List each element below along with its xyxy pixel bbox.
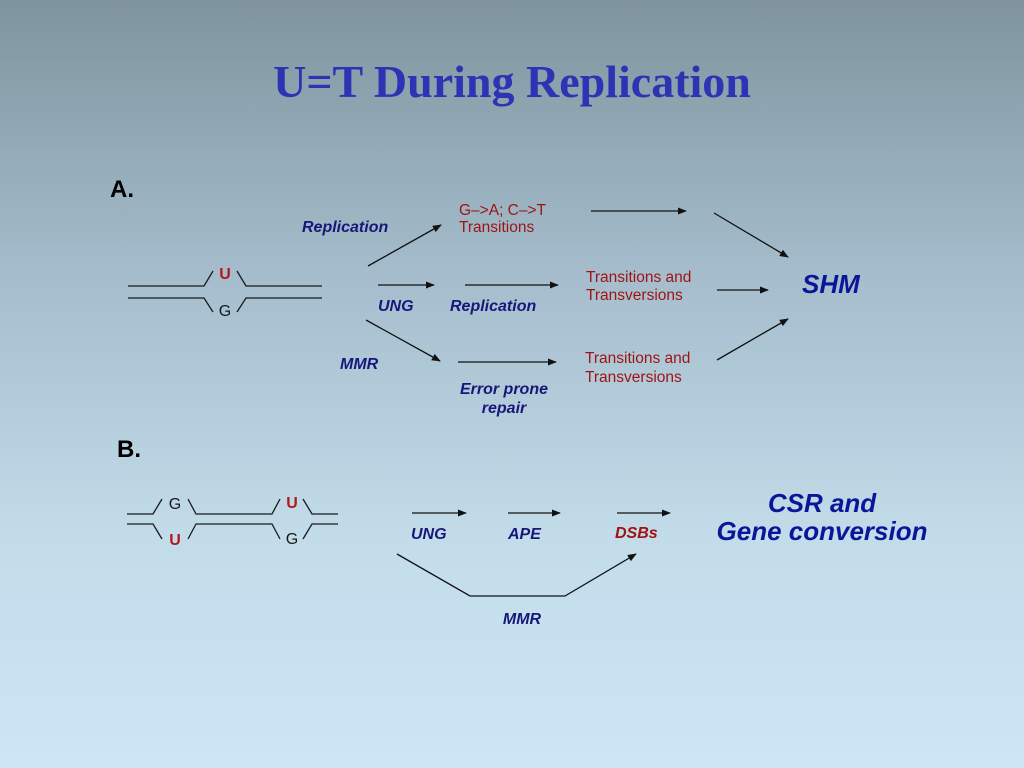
slide-title: U=T During Replication (273, 56, 751, 107)
label-a-replication2: Replication (450, 298, 536, 315)
section-a-dna-duplex (128, 270, 322, 313)
outcome-a-top-line2: Transitions (459, 219, 534, 236)
section-b-base-u-right: U (286, 495, 298, 512)
arrow-a-mmr (365, 319, 441, 362)
section-a-base-g: G (219, 303, 231, 320)
arrow-b-mmr (396, 553, 637, 597)
label-a-mmr: MMR (340, 356, 379, 373)
section-b-label: B. (117, 436, 141, 463)
result-csr-line2: Gene conversion (717, 516, 928, 546)
section-b-base-g-left: G (169, 496, 181, 513)
result-shm: SHM (802, 269, 861, 299)
arrow-a-top-to-shm (713, 212, 789, 258)
arrow-a-bot-to-shm (716, 318, 789, 361)
label-a-ung: UNG (378, 298, 414, 315)
arrow-a-replication (367, 224, 442, 267)
label-b-ape: APE (507, 526, 542, 543)
label-b-mmr: MMR (503, 611, 542, 628)
section-a-label: A. (110, 176, 134, 203)
label-a-error-prone-line2: repair (482, 400, 527, 417)
result-csr-line1: CSR and (768, 488, 877, 518)
section-b-base-g-right: G (286, 531, 298, 548)
outcome-a-bot-line2: Transversions (585, 369, 682, 386)
section-b-dna-duplex (127, 498, 338, 540)
outcome-a-bot-line1: Transitions and (585, 350, 690, 367)
section-a-base-u: U (219, 266, 231, 283)
outcome-a-top-line1: G–>A; C–>T (459, 202, 547, 219)
label-b-dsbs: DSBs (615, 525, 658, 542)
outcome-a-mid-line2: Transversions (586, 287, 683, 304)
section-b-base-u-left: U (169, 532, 181, 549)
label-a-error-prone-line1: Error prone (460, 381, 548, 398)
label-a-replication: Replication (302, 219, 388, 236)
label-b-ung: UNG (411, 526, 447, 543)
outcome-a-mid-line1: Transitions and (586, 269, 691, 286)
